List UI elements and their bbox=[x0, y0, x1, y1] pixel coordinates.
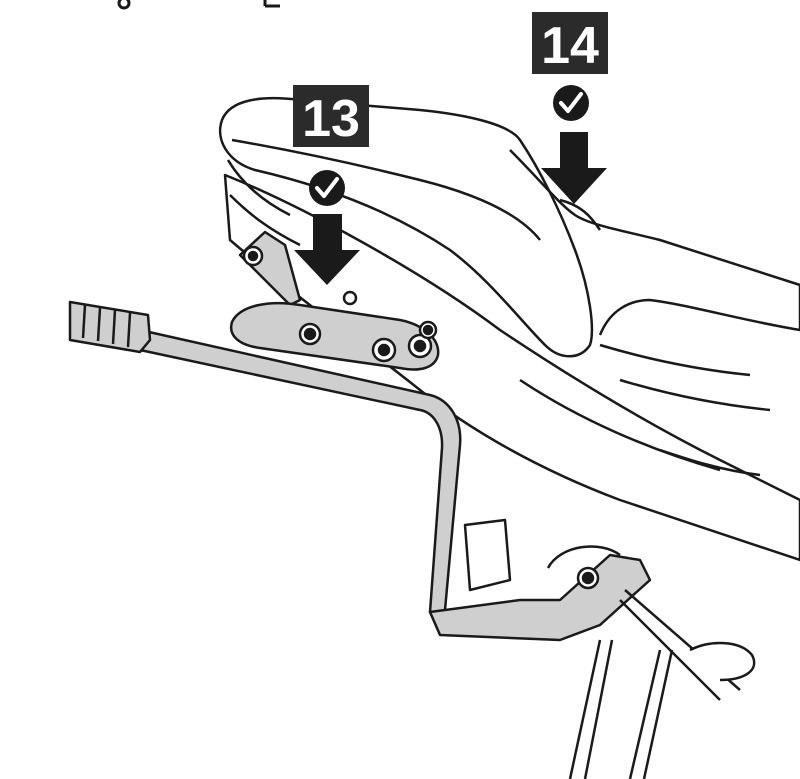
step-number: 13 bbox=[302, 90, 360, 148]
bolt bbox=[342, 290, 358, 306]
step-number-box bbox=[532, 12, 608, 74]
cropped-fragment bbox=[117, 0, 280, 10]
step-13-callout: 13 bbox=[293, 85, 369, 285]
lower-bracket bbox=[428, 518, 652, 642]
subframe-struts bbox=[568, 589, 756, 779]
motorcycle-rear-body bbox=[218, 96, 800, 562]
rider-seat bbox=[509, 149, 800, 336]
down-arrow-icon bbox=[541, 132, 607, 204]
step-number: 14 bbox=[541, 17, 599, 75]
side-rail bbox=[68, 300, 756, 779]
rail-grip bbox=[68, 300, 152, 354]
upper-mount-plate bbox=[229, 230, 440, 371]
step-number-box bbox=[293, 85, 369, 147]
step-14-callout: 14 bbox=[532, 12, 608, 204]
down-arrow-icon bbox=[294, 214, 360, 285]
check-icon bbox=[553, 85, 589, 121]
check-icon bbox=[309, 170, 345, 206]
